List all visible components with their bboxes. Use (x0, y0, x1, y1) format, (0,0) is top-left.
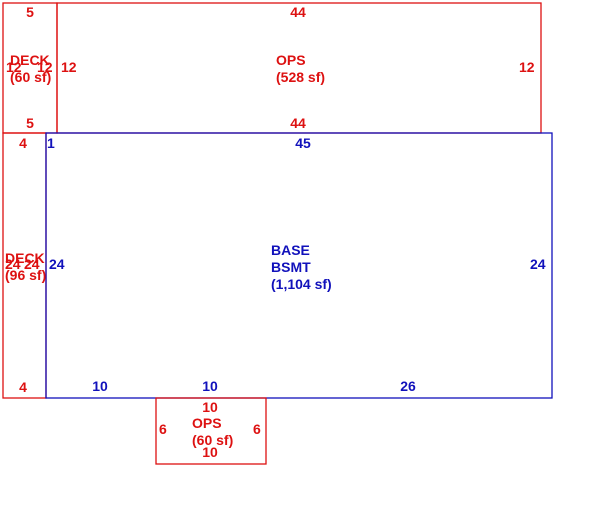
deck-left-dim-bottom: 4 (19, 379, 27, 395)
ops-bottom-outline (155, 397, 267, 465)
deck-top-dim-right: 12 (37, 59, 53, 75)
ops-top-dim-right: 12 (519, 59, 535, 75)
ops-top-name: OPS (276, 52, 306, 68)
deck-left-name: DECK (5, 250, 45, 266)
base-area: (1,104 sf) (271, 276, 332, 292)
deck-left-dim-right: 24 (24, 256, 40, 272)
ops-top-dim-bottom: 44 (290, 115, 306, 131)
deck-top-area: (60 sf) (10, 69, 51, 85)
base-name-line2: BSMT (271, 259, 311, 275)
base-bsmt-outline (45, 132, 553, 399)
ops-top-outline (56, 2, 542, 134)
ops-bottom-dim-top: 10 (202, 399, 218, 415)
ops-bottom-dim-right: 6 (253, 421, 261, 437)
base-dim-top: 45 (295, 135, 311, 151)
ops-top-dim-top: 44 (290, 4, 306, 20)
deck-left-dim-left: 24 (5, 256, 21, 272)
ops-bottom-dim-left: 6 (159, 421, 167, 437)
base-dim-left: 24 (49, 256, 65, 272)
deck-top-dim-left: 12 (6, 59, 22, 75)
base-dim-right: 24 (530, 256, 546, 272)
ops-top-dim-left: 12 (61, 59, 77, 75)
base-dim-bottom-seg2: 10 (202, 378, 218, 394)
deck-left-dim-top: 4 (19, 135, 27, 151)
ops-bottom-area: (60 sf) (192, 432, 233, 448)
ops-bottom-name: OPS (192, 415, 222, 431)
base-dim-top-small: 1 (47, 135, 55, 151)
base-name-line1: BASE (271, 242, 310, 258)
deck-top-dim-top: 5 (26, 4, 34, 20)
ops-bottom-dim-bottom: 10 (202, 444, 218, 460)
deck-top-name: DECK (10, 52, 50, 68)
deck-top-dim-bottom: 5 (26, 115, 34, 131)
base-dim-bottom-seg3: 26 (400, 378, 416, 394)
deck-left-area: (96 sf) (5, 267, 46, 283)
ops-top-area: (528 sf) (276, 69, 325, 85)
base-dim-bottom-seg1: 10 (92, 378, 108, 394)
